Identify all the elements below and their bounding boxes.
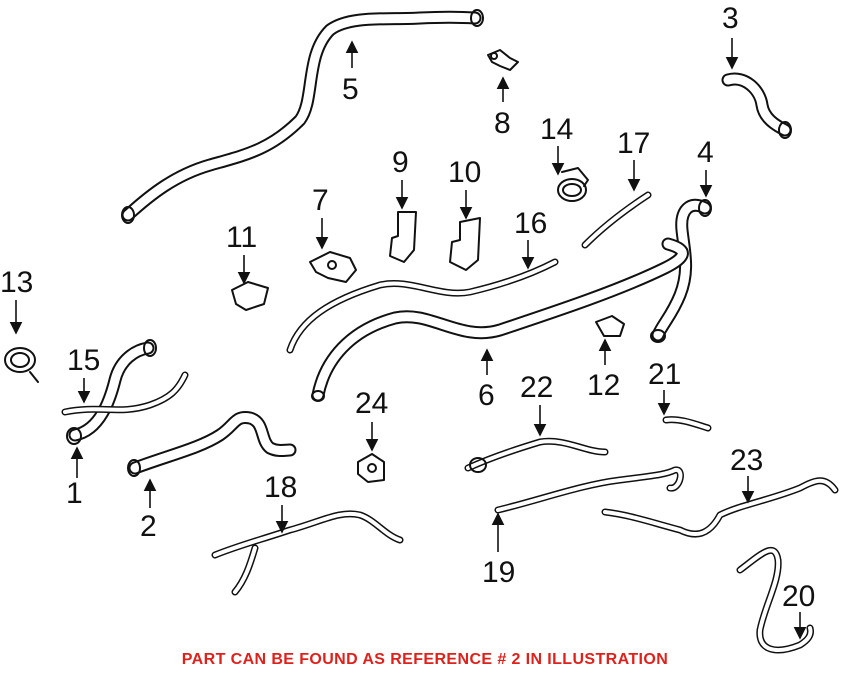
callout-9: 9 (392, 146, 409, 179)
part-2-pipe (127, 410, 297, 477)
part-9-bracket (389, 211, 417, 263)
part-21-tube (662, 416, 712, 432)
part-13-clamp (4, 347, 39, 383)
callout-20: 20 (782, 580, 815, 613)
callout-numbers: 1 2 3 4 5 6 7 8 9 10 11 12 13 14 15 16 1… (0, 2, 815, 613)
callout-7: 7 (312, 184, 329, 217)
callout-16: 16 (514, 207, 547, 240)
callout-13: 13 (0, 266, 33, 299)
callout-17: 17 (617, 127, 650, 160)
callout-18: 18 (264, 471, 297, 504)
callout-23: 23 (730, 444, 763, 477)
part-20-hose (736, 546, 814, 654)
part-22-line (464, 437, 609, 473)
callout-22: 22 (520, 371, 553, 404)
part-10-bracket (449, 217, 481, 271)
part-6-tube (311, 237, 689, 402)
callout-1: 1 (66, 477, 83, 510)
part-23-line (601, 477, 839, 538)
part-18-pipe (211, 510, 404, 596)
callout-21: 21 (648, 358, 681, 391)
part-24-clip (357, 453, 385, 483)
part-14-clamp (557, 167, 589, 202)
part-19-line (494, 466, 684, 514)
part-16-line (286, 258, 559, 354)
part-7-fitting (309, 251, 357, 283)
part-1-hose (66, 339, 157, 445)
part-8-clip (487, 49, 519, 71)
callout-11: 11 (226, 221, 257, 254)
callout-14: 14 (540, 113, 573, 146)
reference-note: PART CAN BE FOUND AS REFERENCE # 2 IN IL… (181, 651, 669, 668)
callout-2: 2 (140, 510, 157, 543)
part-11-clip (231, 281, 269, 311)
callout-6: 6 (478, 379, 495, 412)
callout-15: 15 (67, 344, 100, 377)
callout-8: 8 (494, 107, 511, 140)
callout-3: 3 (722, 2, 739, 35)
part-3-hose (721, 72, 792, 139)
part-12-clip (595, 315, 625, 337)
callout-5: 5 (342, 73, 359, 106)
part-5-hose (121, 9, 484, 224)
part-17-tube (581, 191, 652, 249)
callout-10: 10 (448, 156, 481, 189)
part-15-line (61, 371, 189, 416)
callout-4: 4 (697, 136, 714, 169)
callout-19: 19 (482, 556, 515, 589)
callout-arrows (9, 38, 807, 640)
callout-24: 24 (355, 387, 388, 420)
callout-12: 12 (587, 369, 620, 402)
